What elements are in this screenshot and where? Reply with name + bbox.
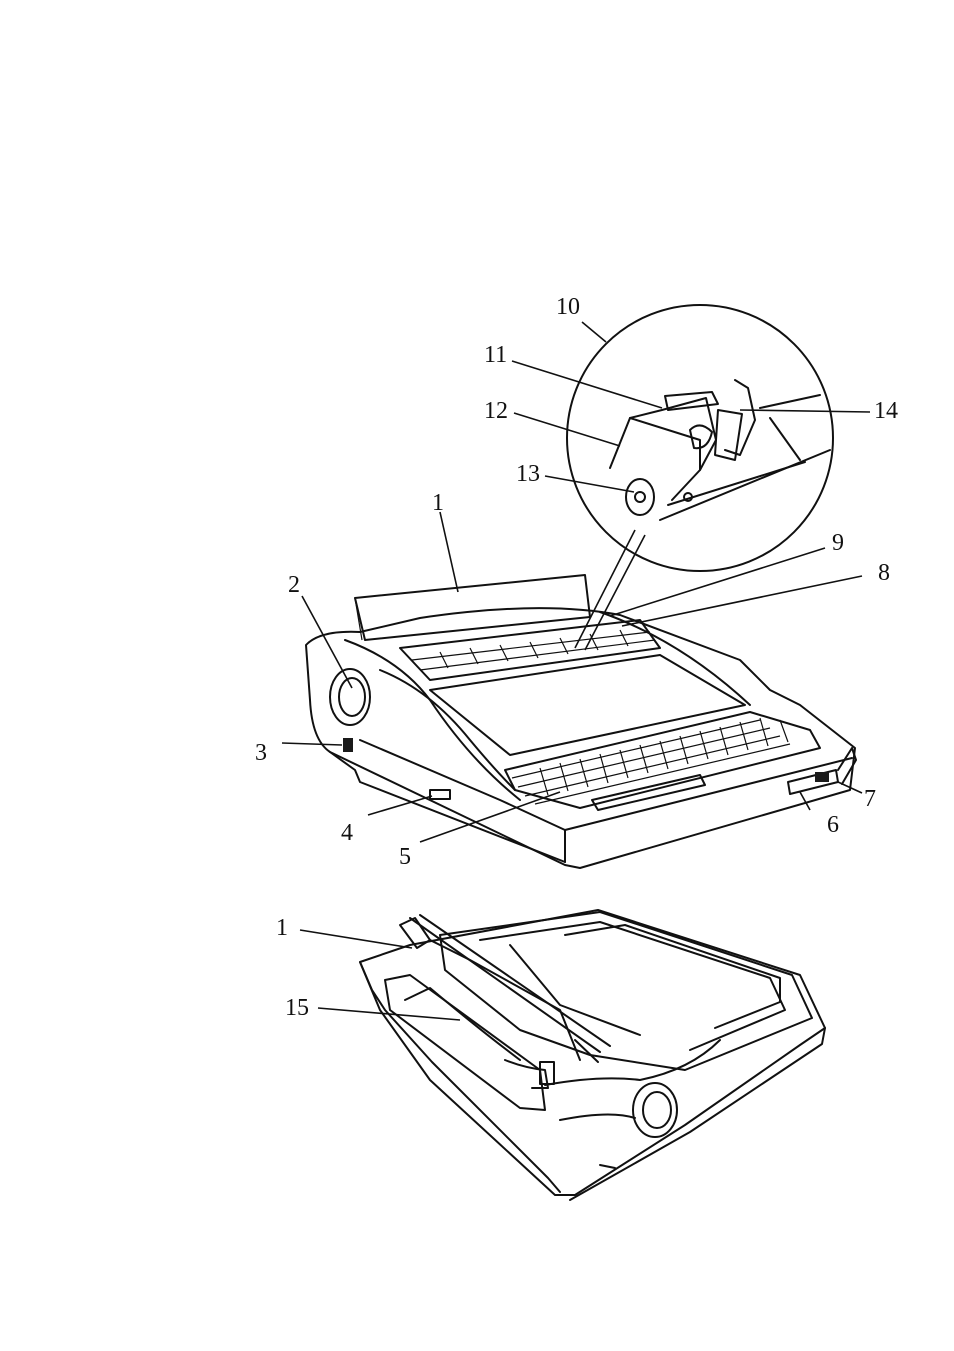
callout-15: 15 bbox=[285, 995, 309, 1021]
callout-5: 5 bbox=[399, 844, 411, 870]
callout-8: 8 bbox=[878, 560, 890, 586]
callout-1: 1 bbox=[432, 490, 444, 516]
callout-10: 10 bbox=[556, 294, 580, 320]
callout-4: 4 bbox=[341, 820, 353, 846]
callout-6: 6 bbox=[827, 812, 839, 838]
callout-1-bottom: 1 bbox=[276, 915, 288, 941]
typewriter-front-illustration bbox=[306, 575, 856, 868]
leader-lines-top bbox=[282, 322, 870, 842]
typewriter-rear-illustration bbox=[360, 910, 825, 1200]
callout-2: 2 bbox=[288, 572, 300, 598]
callout-12: 12 bbox=[484, 398, 508, 424]
callout-13: 13 bbox=[516, 461, 540, 487]
callout-7: 7 bbox=[864, 786, 876, 812]
callout-3: 3 bbox=[255, 740, 267, 766]
callout-14: 14 bbox=[874, 398, 898, 424]
callout-9: 9 bbox=[832, 530, 844, 556]
callout-11: 11 bbox=[484, 342, 507, 368]
detail-magnifier bbox=[567, 305, 833, 650]
